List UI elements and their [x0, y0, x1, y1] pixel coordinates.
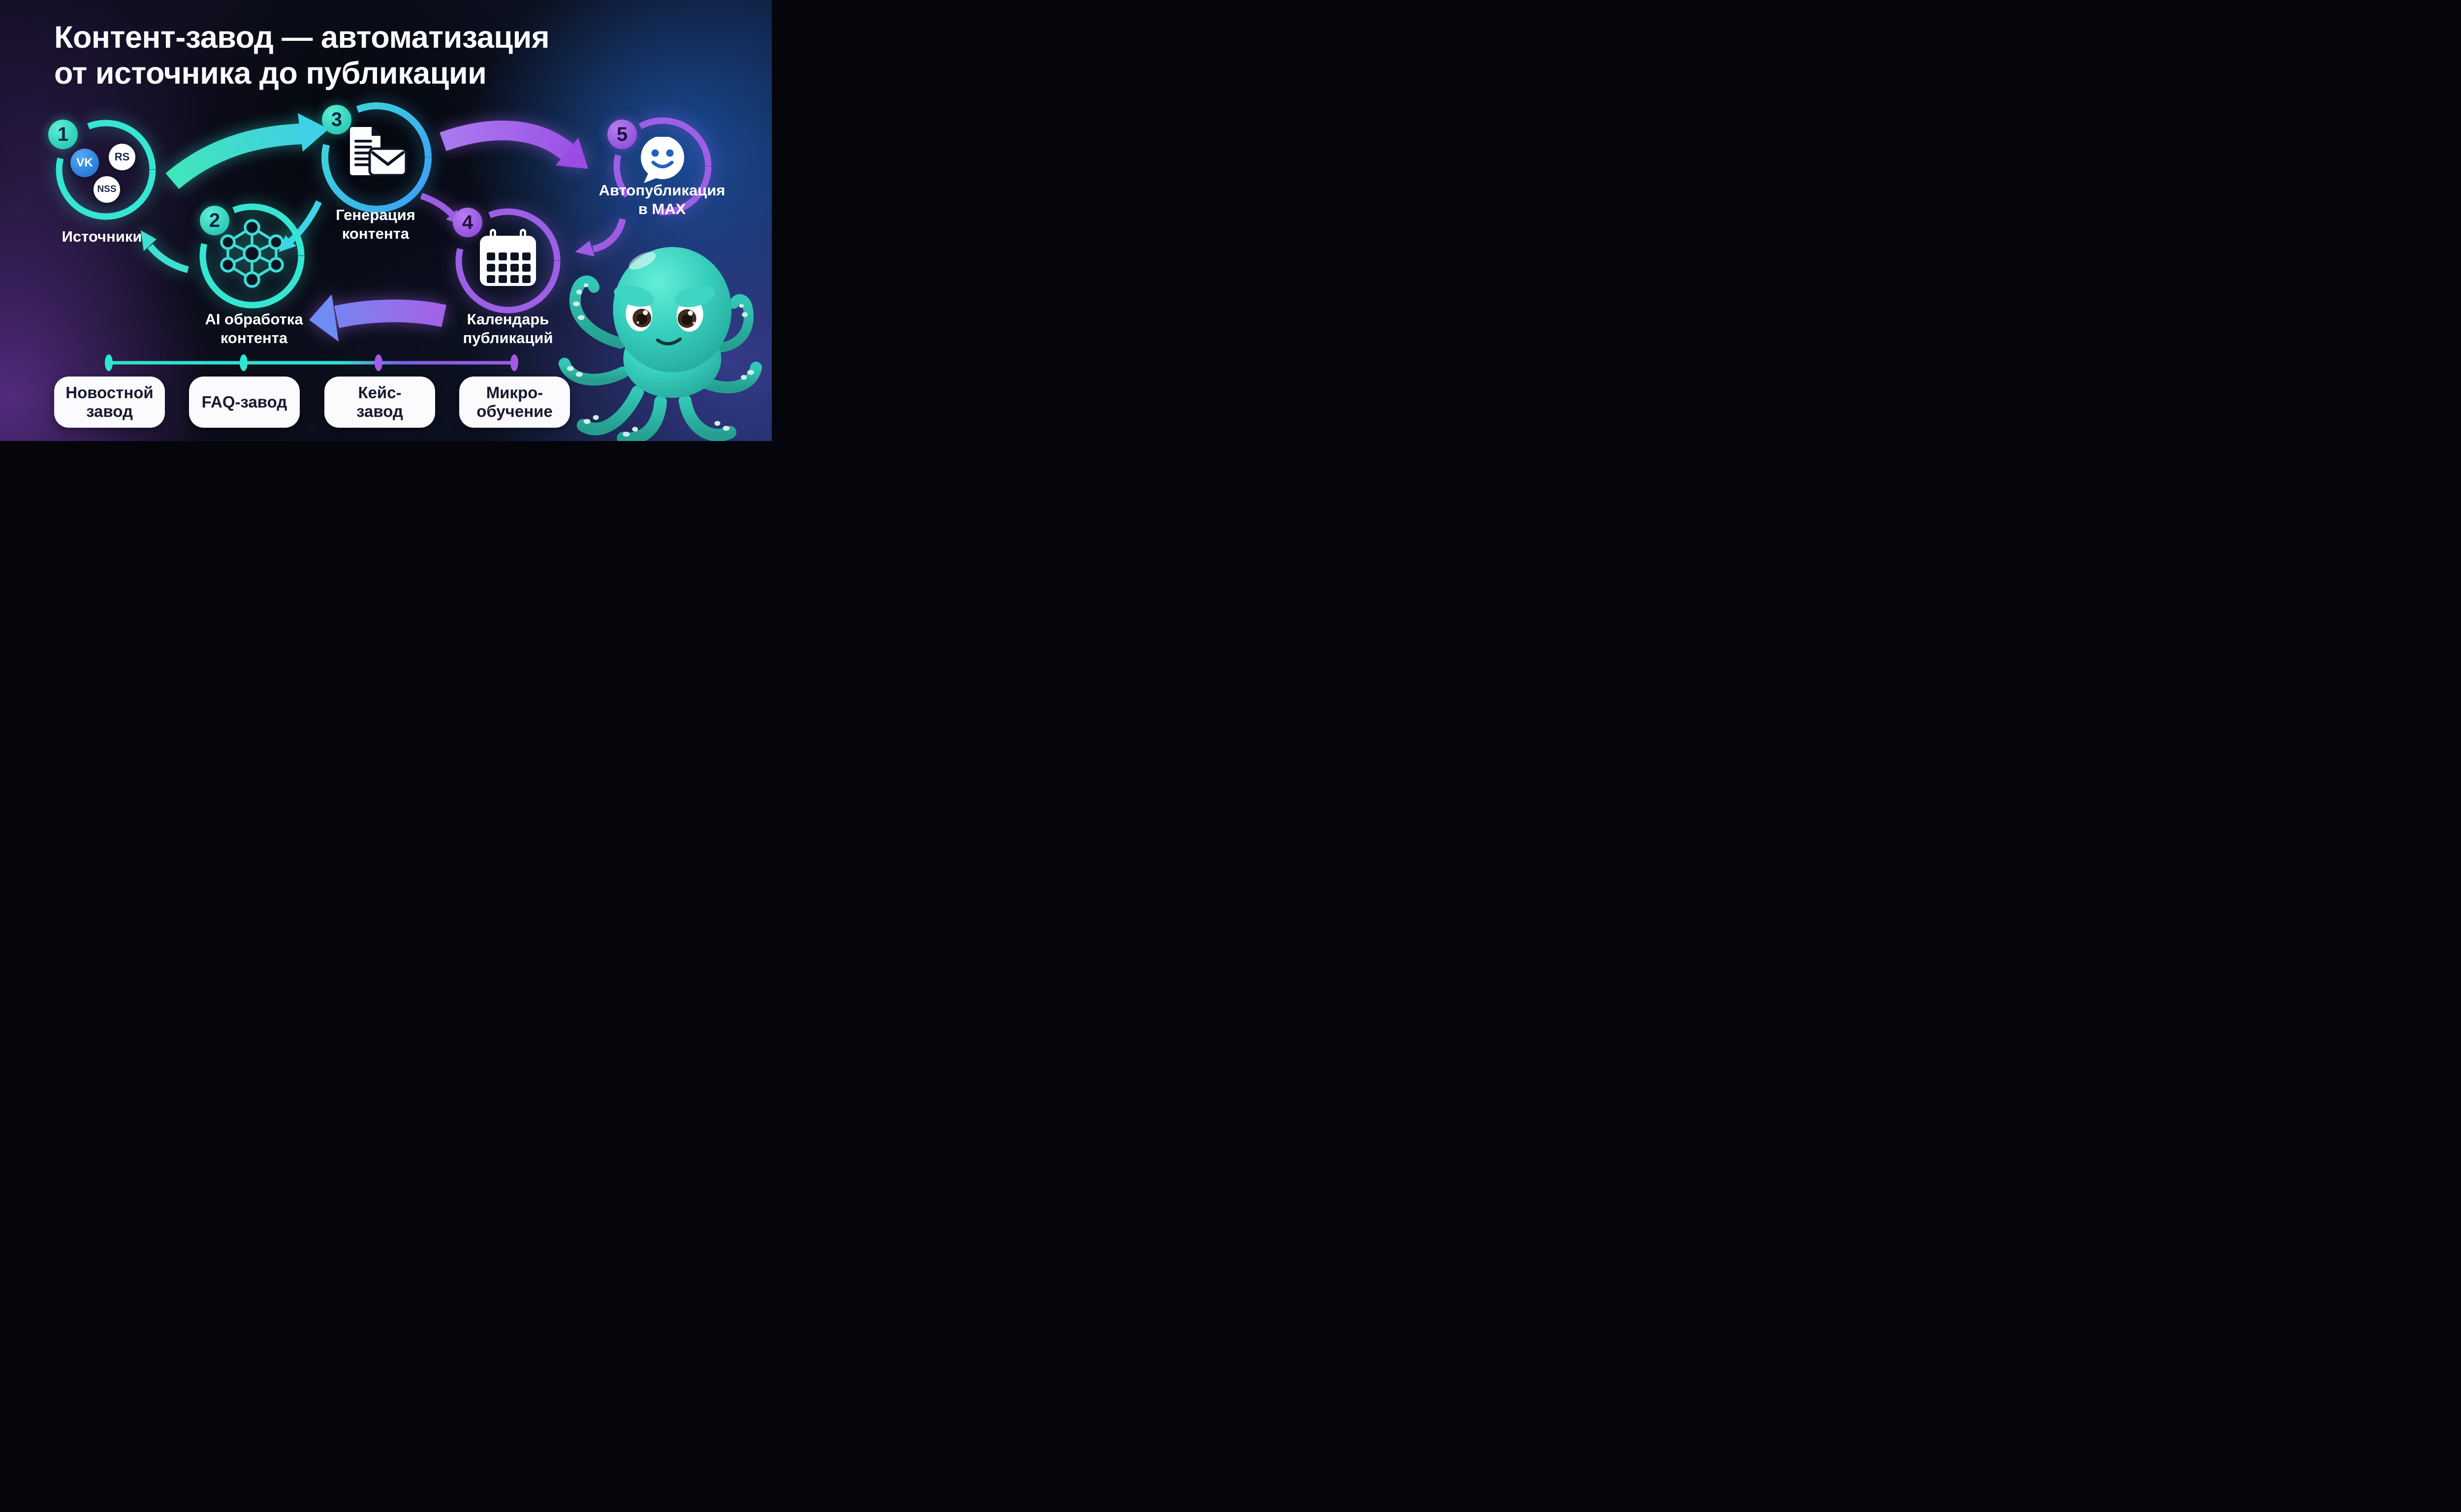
step-1-label: Источники	[62, 228, 142, 245]
timeline	[105, 354, 518, 371]
octopus-smile	[656, 337, 682, 346]
octopus-head-highlight	[629, 252, 656, 270]
step-5-number-badge: 5	[607, 120, 637, 149]
step-3-number-badge: 3	[322, 105, 351, 134]
arrow-generation-to-autopublish	[440, 121, 588, 169]
max-messenger-icon	[641, 137, 684, 183]
arrow-generation-to-ai	[279, 200, 322, 252]
nss-label: NSS	[97, 184, 117, 194]
step-4-number-badge: 4	[453, 208, 482, 237]
rs-label: RS	[114, 151, 130, 163]
step-1-number-badge: 1	[48, 120, 78, 149]
octopus-right-eye	[674, 285, 715, 332]
timeline-dot-4	[510, 354, 518, 371]
octopus-head	[613, 247, 732, 373]
vk-label: VK	[76, 156, 93, 169]
octopus-mascot	[558, 247, 762, 441]
pill-faq-factory: FAQ-завод	[189, 377, 300, 428]
calendar-icon	[480, 229, 536, 286]
ring-step-4	[455, 208, 561, 314]
step-2-number-badge: 2	[200, 206, 229, 235]
neural-network-icon	[220, 219, 284, 288]
step-3-number: 3	[331, 109, 343, 130]
step-1-number: 1	[57, 124, 69, 145]
nss-source-chip: NSS	[94, 176, 120, 203]
step-5-number: 5	[616, 124, 628, 145]
step-5-label: Автопубликация в MAX	[599, 182, 726, 218]
pill-microlearning: Микро- обучение	[459, 377, 570, 428]
rs-source-chip: RS	[109, 144, 135, 170]
ring-step-3	[321, 102, 432, 213]
step-2-number: 2	[209, 210, 221, 231]
page-title: Контент-завод — автоматизация от источни…	[54, 20, 694, 92]
octopus-tentacles	[558, 275, 762, 441]
arrow-autopublish-down	[575, 218, 626, 256]
document-envelope-icon	[350, 127, 408, 177]
infographic-canvas: Контент-завод — автоматизация от источни…	[0, 0, 772, 441]
title-line-2: от источника до публикации	[54, 56, 487, 91]
pill-case-factory: Кейс- завод	[324, 377, 435, 428]
title-line-1: Контент-завод — автоматизация	[54, 20, 550, 55]
ring-step-1	[56, 120, 156, 220]
ring-step-5	[613, 117, 712, 216]
pill-news-factory: Новостной завод	[54, 377, 165, 428]
step-4-number: 4	[462, 212, 473, 233]
octopus-suckers	[567, 283, 755, 437]
octopus-left-eye	[614, 285, 655, 331]
vk-source-chip: VK	[70, 149, 99, 177]
step-2-label: AI обработка контента	[205, 311, 303, 346]
arrow-ai-to-sources	[141, 230, 189, 273]
timeline-dot-3	[375, 354, 382, 371]
timeline-dot-2	[240, 354, 248, 371]
step-4-label: Календарь публикаций	[463, 311, 553, 346]
timeline-dot-1	[105, 354, 113, 371]
arrow-calendar-to-ai	[309, 294, 446, 342]
ring-step-2	[199, 203, 305, 309]
step-3-label: Генерация контента	[336, 206, 415, 242]
arrow-sources-to-generation	[165, 113, 329, 189]
